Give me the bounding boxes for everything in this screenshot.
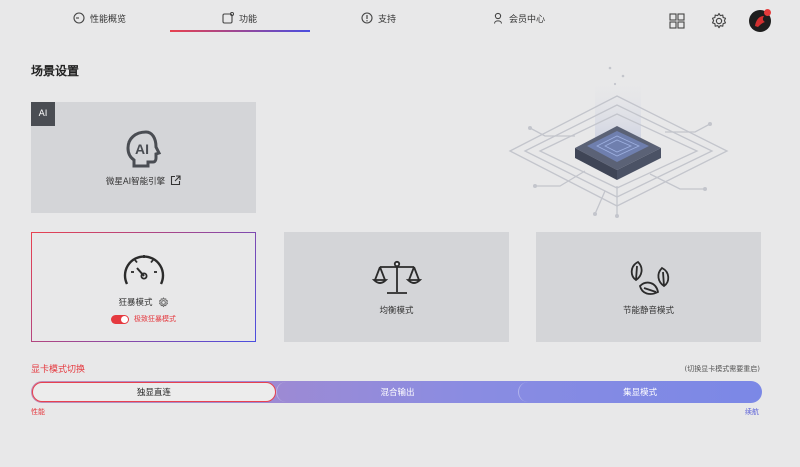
ai-head-icon: AI	[125, 129, 161, 167]
extreme-mode-toggle[interactable]	[111, 314, 129, 324]
gpu-switch-note: (切换显卡模式需要重启)	[684, 365, 760, 373]
ai-engine-card[interactable]: AI AI 微星AI智能引擎	[31, 102, 256, 213]
balance-scale-icon	[371, 260, 422, 294]
mode-card-balance[interactable]: 均衡模式	[284, 232, 509, 342]
mode-label-row: 均衡模式	[379, 304, 413, 316]
svg-text:AI: AI	[135, 141, 149, 157]
tab-label: 支持	[378, 14, 397, 25]
mode-label: 狂暴模式	[118, 298, 153, 308]
settings-gear-icon	[711, 12, 727, 29]
tab-performance-overview[interactable]: 性能概览	[73, 6, 126, 30]
feature-icon	[222, 12, 234, 24]
tab-features[interactable]: 功能	[222, 6, 257, 30]
mode-label-row: 狂暴模式	[118, 296, 168, 308]
gpu-option-integrated[interactable]: 集显模式	[518, 382, 761, 402]
ai-card-label: 微星AI智能引擎	[105, 176, 166, 187]
speedometer-icon	[123, 255, 164, 285]
chip-illustration	[508, 66, 729, 218]
dashboard-icon	[73, 12, 85, 24]
settings-button[interactable]	[710, 12, 728, 30]
grid-button[interactable]	[668, 12, 686, 30]
user-icon	[493, 12, 503, 24]
mode-settings-gear-icon[interactable]	[158, 296, 169, 308]
gpu-option-hybrid[interactable]: 混合输出	[275, 382, 519, 402]
grid-icon	[669, 13, 685, 29]
leaf-icon	[630, 260, 669, 295]
notification-dot	[764, 9, 771, 16]
tab-label: 会员中心	[509, 14, 546, 25]
mode-label: 节能静音模式	[622, 306, 674, 316]
switch-right-end-label: 续航	[745, 408, 759, 416]
switch-left-end-label: 性能	[31, 408, 45, 416]
tab-support[interactable]: 支持	[361, 6, 396, 30]
ai-badge: AI	[31, 102, 55, 126]
tab-member-center[interactable]: 会员中心	[492, 6, 545, 30]
gpu-option-discrete[interactable]: 独显直连	[32, 382, 276, 402]
external-link-icon[interactable]	[170, 175, 181, 186]
gpu-mode-switch: 独显直连 混合输出 集显模式	[31, 381, 762, 403]
tab-label: 性能概览	[90, 14, 127, 25]
mode-card-extreme[interactable]: 狂暴模式 极致狂暴模式	[31, 232, 256, 342]
ai-card-label-row: 微星AI智能引擎	[106, 175, 181, 187]
dragon-logo-icon	[755, 16, 765, 27]
toggle-label: 极致狂暴模式	[134, 315, 176, 323]
top-nav: 性能概览 功能 支持 会员中心	[0, 0, 800, 34]
tab-label: 功能	[239, 14, 258, 25]
info-icon	[361, 12, 373, 24]
extreme-toggle-row: 极致狂暴模式	[111, 314, 176, 324]
mode-card-silent[interactable]: 节能静音模式	[536, 232, 761, 342]
gpu-switch-title: 显卡模式切换	[31, 365, 86, 375]
section-title: 场景设置	[31, 64, 80, 78]
active-tab-indicator	[170, 30, 310, 32]
mode-label-row: 节能静音模式	[623, 304, 674, 316]
mode-label: 均衡模式	[379, 306, 414, 316]
